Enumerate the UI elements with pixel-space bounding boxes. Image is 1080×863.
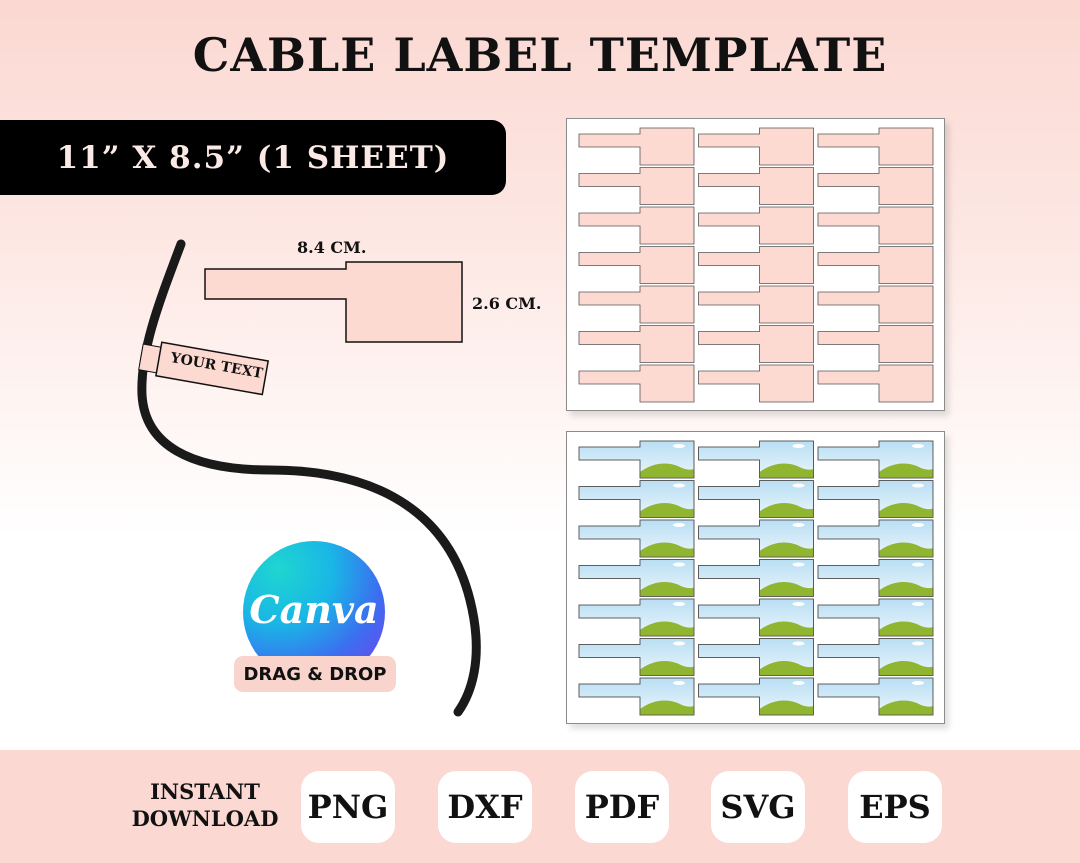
sheet-label [698,167,814,205]
sheet-label [578,285,695,324]
format-eps: EPS [848,771,942,843]
sheet-label [698,246,814,284]
sheet-label [698,364,814,403]
canva-logo-text: Canva [249,586,379,632]
sheet-label [578,364,695,403]
sheet-label [698,206,814,245]
sheet-label [817,638,934,676]
sheet-label [698,598,814,637]
cable-illustration [137,239,481,717]
format-svg: SVG [711,771,805,843]
sheet-label [817,206,934,245]
sheet-label [817,246,934,284]
height-dimension-label: 2.6 CM. [472,294,542,313]
sheet-label [817,480,934,518]
label-grid-plain [578,127,934,403]
sheet-label [578,677,695,716]
instant-line: INSTANT [150,779,260,804]
label-sheet-plain [566,118,945,411]
sheet-label [578,519,695,558]
cable-tag [155,341,270,396]
sheet-label [817,440,934,479]
sheet-label [698,440,814,479]
sheet-label [578,440,695,479]
sheet-label [817,285,934,324]
instant-download-text: INSTANT DOWNLOAD [130,778,280,832]
format-pdf: PDF [575,771,669,843]
sheet-label [698,638,814,676]
drag-drop-badge: DRAG & DROP [234,656,396,692]
sheet-label [578,127,695,166]
download-line: DOWNLOAD [131,806,279,831]
sheet-label [578,325,695,363]
sheet-label [817,677,934,716]
sheet-label [817,598,934,637]
sheet-label [698,325,814,363]
sheet-label [817,559,934,597]
size-banner: 11” X 8.5” (1 SHEET) [0,120,506,195]
sheet-label [698,285,814,324]
sheet-label [817,127,934,166]
label-sheet-landscape [566,431,945,724]
sheet-label [698,480,814,518]
sheet-label [698,677,814,716]
format-dxf: DXF [438,771,532,843]
page-title: CABLE LABEL TEMPLATE [192,28,888,82]
sheet-label [698,519,814,558]
sheet-label [578,206,695,245]
sheet-label [698,127,814,166]
sheet-label [578,167,695,205]
sheet-label [698,559,814,597]
sheet-label [578,246,695,284]
dimension-label-shape [204,261,463,343]
sheet-label [578,638,695,676]
label-grid-landscape [578,440,934,716]
sheet-label [817,519,934,558]
sheet-label [578,559,695,597]
sheet-label [817,325,934,363]
sheet-label [817,364,934,403]
sheet-label [578,598,695,637]
sheet-label [578,480,695,518]
format-png: PNG [301,771,395,843]
sheet-label [817,167,934,205]
width-dimension-label: 8.4 CM. [297,238,367,257]
